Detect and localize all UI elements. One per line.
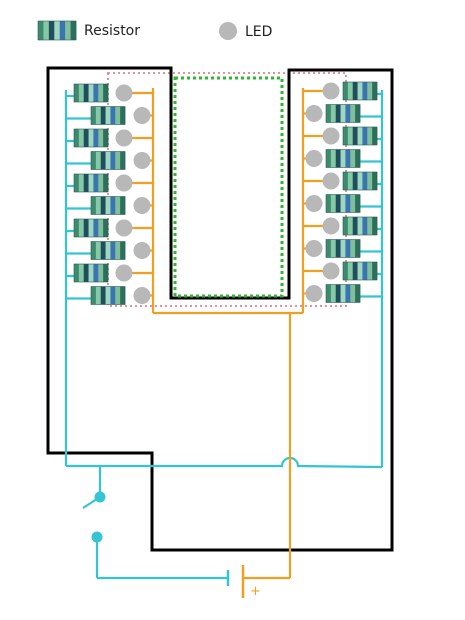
legend-resistor-icon [37,20,77,41]
right-resistor-10 [325,284,361,303]
center-cutout-outline [173,76,284,298]
left-resistor-7 [73,218,109,238]
left-component-column [73,83,151,305]
left-resistor-4 [90,151,126,170]
legend-resistor-graphic [37,20,77,41]
switch-top-contact[interactable] [94,491,106,503]
right-resistor-8 [325,239,361,258]
legend: Resistor LED [37,20,272,41]
right-resistor-7 [342,216,378,236]
positive-wiring [132,88,323,598]
left-resistor-3 [73,128,109,148]
right-led-3 [322,127,340,145]
left-led-4 [133,152,151,169]
right-resistor-5 [342,171,378,191]
left-resistor-1 [73,83,109,103]
right-led-1 [322,82,340,100]
right-positive-taps [303,89,323,295]
left-led-6 [133,197,151,214]
legend-led-icon [219,22,237,40]
switch-bottom-contact[interactable] [91,531,103,543]
right-led-10 [305,285,323,302]
battery-plus-label: + [250,584,261,599]
left-led-10 [133,287,151,304]
right-negative-taps [360,92,382,298]
right-led-7 [322,217,340,235]
right-led-2 [305,105,323,122]
left-led-2 [133,107,151,124]
right-resistor-9 [342,261,378,281]
left-positive-taps [132,91,153,297]
left-led-1 [115,84,133,102]
right-led-4 [305,150,323,167]
left-resistor-2 [90,106,126,125]
left-resistor-9 [73,263,109,283]
right-led-8 [305,240,323,257]
left-resistor-6 [90,196,126,215]
board-outline [46,66,394,552]
right-resistor-6 [325,194,361,213]
right-resistor-4 [325,149,361,168]
right-component-column [305,81,378,303]
left-resistor-8 [90,241,126,260]
right-resistor-3 [342,126,378,146]
left-resistor-5 [73,173,109,193]
right-led-5 [322,172,340,190]
right-resistor-2 [325,104,361,123]
left-led-8 [133,242,151,259]
left-led-9 [115,264,133,282]
right-led-6 [305,195,323,212]
left-led-3 [115,129,133,147]
bottom-negative-bus [66,456,383,469]
left-negative-taps [66,94,91,300]
left-led-7 [115,219,133,237]
legend-led-label: LED [245,24,272,40]
right-resistor-1 [342,81,378,101]
legend-resistor-label: Resistor [84,23,140,39]
left-led-5 [115,174,133,192]
right-led-9 [322,262,340,280]
left-resistor-10 [90,286,126,305]
